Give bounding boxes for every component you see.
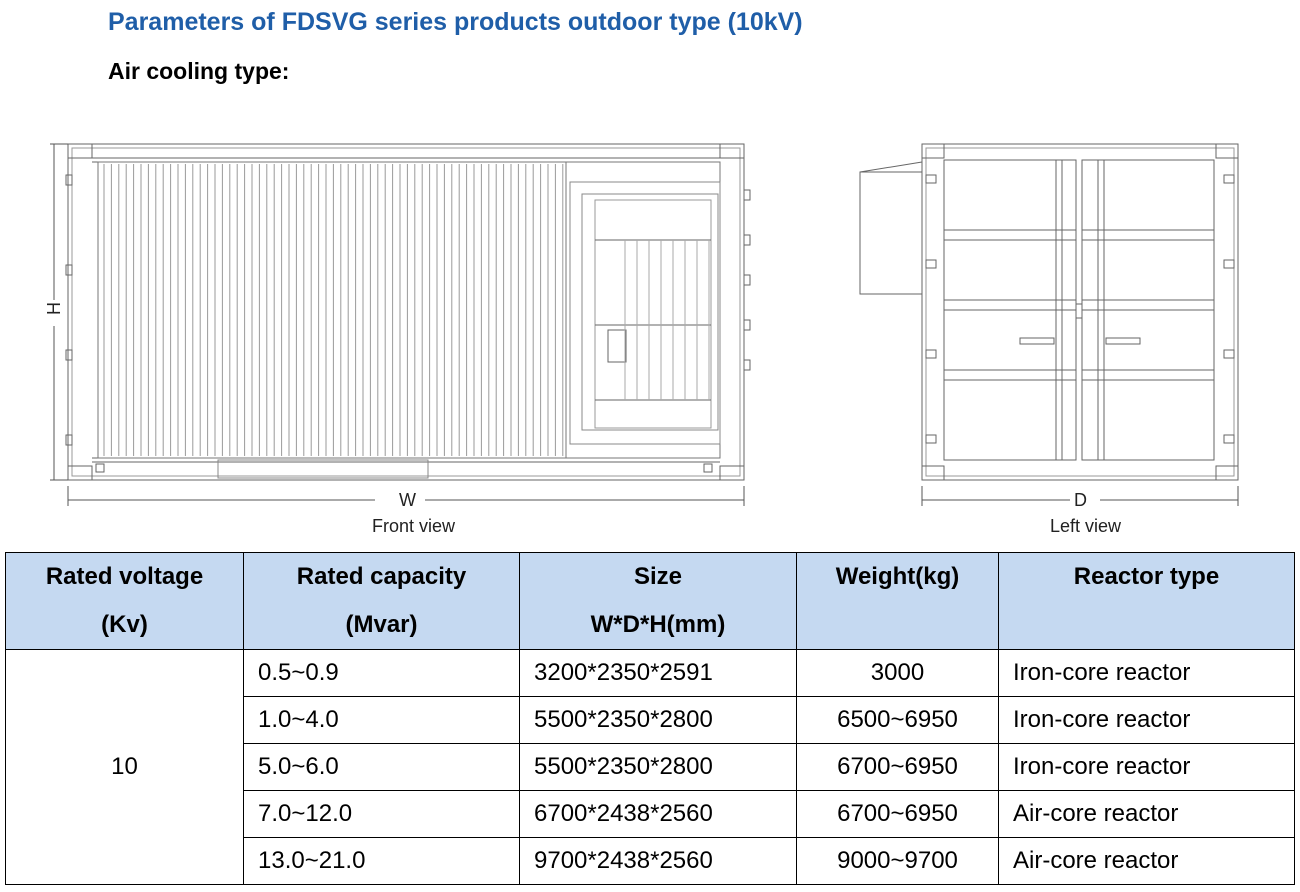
width-dimension-label: W [399,490,416,510]
header-rated-voltage: Rated voltage(Kv) [5,552,244,650]
page-title: Parameters of FDSVG series products outd… [108,8,803,36]
table-row: 7.0~12.0 6700*2438*2560 6700~6950 Air-co… [6,790,1295,838]
size-cell: 5500*2350*2800 [519,743,797,791]
size-cell: 6700*2438*2560 [519,790,797,838]
front-view-caption: Front view [372,516,456,536]
reactor-cell: Air-core reactor [998,790,1295,838]
reactor-cell: Iron-core reactor [998,649,1295,697]
voltage-cell: 10 [5,649,244,885]
table-row: 1.0~4.0 5500*2350*2800 6500~6950 Iron-co… [6,696,1295,744]
capacity-cell: 13.0~21.0 [243,837,520,885]
capacity-cell: 5.0~6.0 [243,743,520,791]
height-dimension-label: H [44,302,64,315]
header-rated-capacity: Rated capacity(Mvar) [243,552,520,650]
weight-cell: 6500~6950 [796,696,999,744]
weight-cell: 3000 [796,649,999,697]
weight-cell: 6700~6950 [796,790,999,838]
capacity-cell: 1.0~4.0 [243,696,520,744]
left-view-caption: Left view [1050,516,1122,536]
size-cell: 9700*2438*2560 [519,837,797,885]
reactor-cell: Iron-core reactor [998,743,1295,791]
section-subtitle: Air cooling type: [108,58,290,84]
table-header-row: Rated voltage(Kv) Rated capacity(Mvar) S… [5,552,1295,650]
size-cell: 3200*2350*2591 [519,649,797,697]
weight-cell: 9000~9700 [796,837,999,885]
reactor-cell: Air-core reactor [998,837,1295,885]
depth-dimension-label: D [1074,490,1087,510]
size-cell: 5500*2350*2800 [519,696,797,744]
left-view-drawing [859,143,1239,506]
capacity-cell: 0.5~0.9 [243,649,520,697]
header-weight: Weight(kg) [796,552,999,650]
table-row: 10 0.5~0.9 3200*2350*2591 3000 Iron-core… [5,649,1295,885]
header-reactor-type: Reactor type [998,552,1295,650]
front-view-drawing [45,143,751,506]
table-row: 5.0~6.0 5500*2350*2800 6700~6950 Iron-co… [6,743,1295,791]
weight-cell: 6700~6950 [796,743,999,791]
table-row: 13.0~21.0 9700*2438*2560 9000~9700 Air-c… [6,837,1295,885]
reactor-cell: Iron-core reactor [998,696,1295,744]
capacity-cell: 7.0~12.0 [243,790,520,838]
parameters-table: Rated voltage(Kv) Rated capacity(Mvar) S… [5,552,1295,885]
